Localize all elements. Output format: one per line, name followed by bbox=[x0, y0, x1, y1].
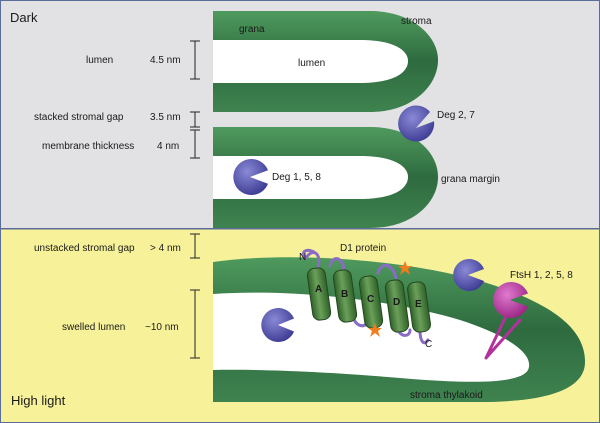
ftsh-complex bbox=[484, 282, 528, 360]
c-terminus-label: C bbox=[425, 339, 432, 350]
ftsh-anchor bbox=[484, 310, 522, 360]
helix-b bbox=[332, 269, 358, 323]
helix-e bbox=[407, 281, 431, 333]
damage-site-icon bbox=[398, 261, 412, 275]
stroma-thylakoid-label: stroma thylakoid bbox=[410, 390, 483, 401]
lumen-inside-label: lumen bbox=[298, 58, 325, 69]
membrane-bracket bbox=[190, 129, 200, 159]
helix-e-label: E bbox=[415, 299, 422, 310]
measure-swelled-lumen-label: swelled lumen bbox=[62, 322, 125, 333]
deg-2-7-label: Deg 2, 7 bbox=[437, 110, 475, 121]
helix-d-label: D bbox=[393, 297, 400, 308]
helix-d bbox=[384, 279, 410, 333]
grana-margin-label: grana margin bbox=[441, 174, 500, 185]
stacked-gap-bracket bbox=[190, 111, 200, 128]
measure-membrane-label: membrane thickness bbox=[42, 141, 134, 152]
d1-protein-label: D1 protein bbox=[340, 243, 386, 254]
dark-panel-title: Dark bbox=[10, 10, 38, 25]
d1-loops bbox=[304, 251, 430, 345]
measure-stacked-gap-label: stacked stromal gap bbox=[34, 112, 124, 123]
measure-lumen-value: 4.5 nm bbox=[150, 55, 181, 66]
deg-1-5-8-label: Deg 1, 5, 8 bbox=[272, 172, 321, 183]
measure-swelled-lumen-value: ~10 nm bbox=[145, 322, 179, 333]
measure-stacked-gap-value: 3.5 nm bbox=[150, 112, 181, 123]
ftsh-icon bbox=[493, 282, 528, 319]
helix-a bbox=[306, 267, 332, 321]
deg-stroma-icon bbox=[453, 259, 484, 291]
deg-1-5-8-icon bbox=[233, 159, 268, 195]
n-terminus-loop bbox=[302, 248, 316, 260]
grana-lumen-upper bbox=[213, 40, 408, 83]
ftsh-label: FtsH 1, 2, 5, 8 bbox=[510, 270, 573, 281]
helix-a-label: A bbox=[315, 284, 322, 295]
highlight-panel-title: High light bbox=[11, 393, 66, 408]
deg-2-7-icon bbox=[398, 105, 435, 142]
helix-b-label: B bbox=[341, 289, 348, 300]
swelled-lumen-bracket bbox=[190, 289, 200, 359]
measure-unstacked-gap-label: unstacked stromal gap bbox=[34, 243, 135, 254]
lumen-bracket bbox=[190, 40, 200, 80]
deg-lumen-icon bbox=[261, 307, 294, 342]
grana-label: grana bbox=[239, 24, 265, 35]
damage-site-icon bbox=[368, 323, 382, 337]
unstacked-gap-bracket bbox=[190, 233, 200, 259]
measure-membrane-value: 4 nm bbox=[157, 141, 179, 152]
stroma-label: stroma bbox=[401, 16, 432, 27]
measure-unstacked-gap-value: > 4 nm bbox=[150, 243, 181, 254]
swelled-lumen bbox=[213, 292, 530, 382]
measure-lumen-label: lumen bbox=[86, 55, 113, 66]
helix-c-label: C bbox=[367, 294, 374, 305]
d1-protein: A B C D E bbox=[302, 248, 431, 345]
n-terminus-label: N bbox=[299, 252, 306, 263]
